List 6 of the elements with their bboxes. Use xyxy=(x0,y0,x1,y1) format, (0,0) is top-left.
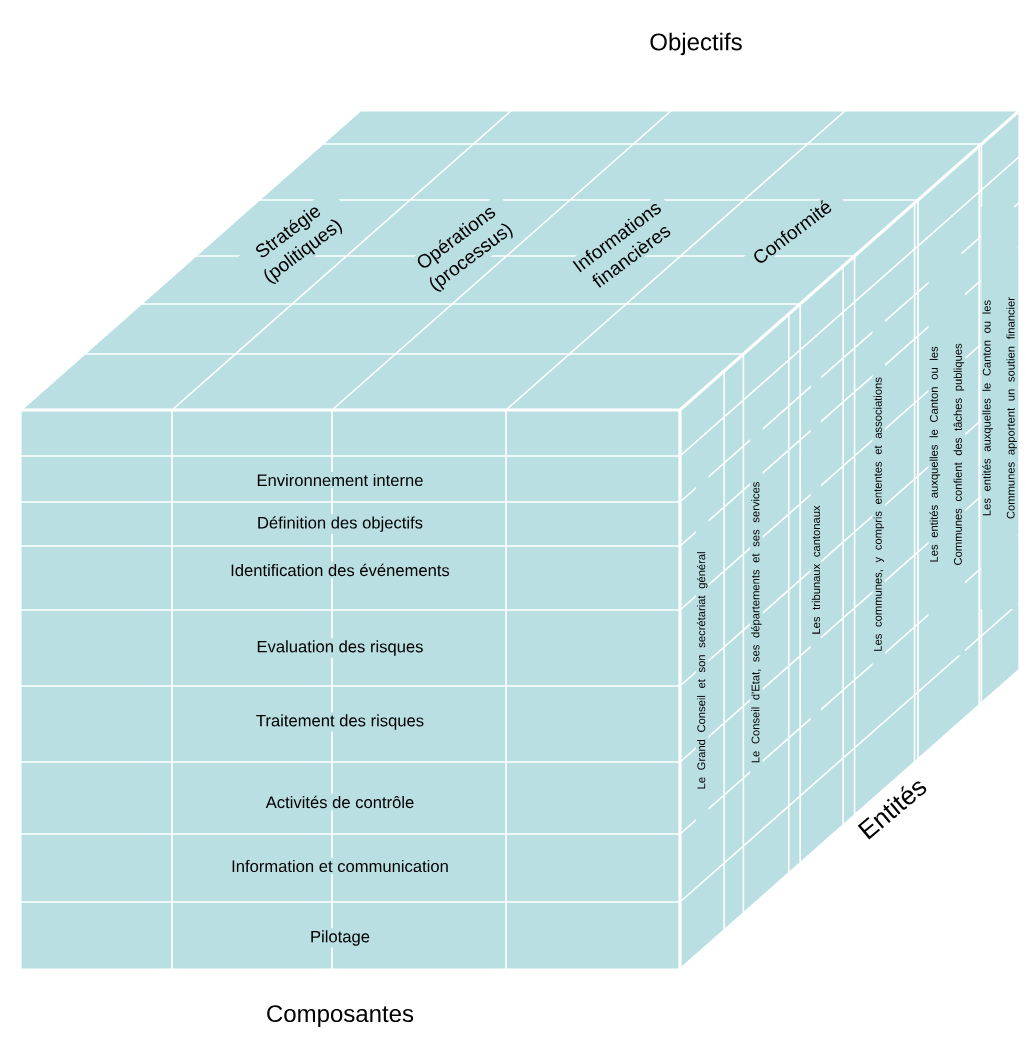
component-label: Définition des objectifs xyxy=(254,514,426,534)
component-label: Pilotage xyxy=(308,928,372,948)
component-label: Evaluation des risques xyxy=(254,638,426,658)
axis-title: Composantes xyxy=(267,1005,414,1027)
component-label: Traitement des risques xyxy=(253,712,427,732)
axis-title: Objectifs xyxy=(650,32,742,56)
